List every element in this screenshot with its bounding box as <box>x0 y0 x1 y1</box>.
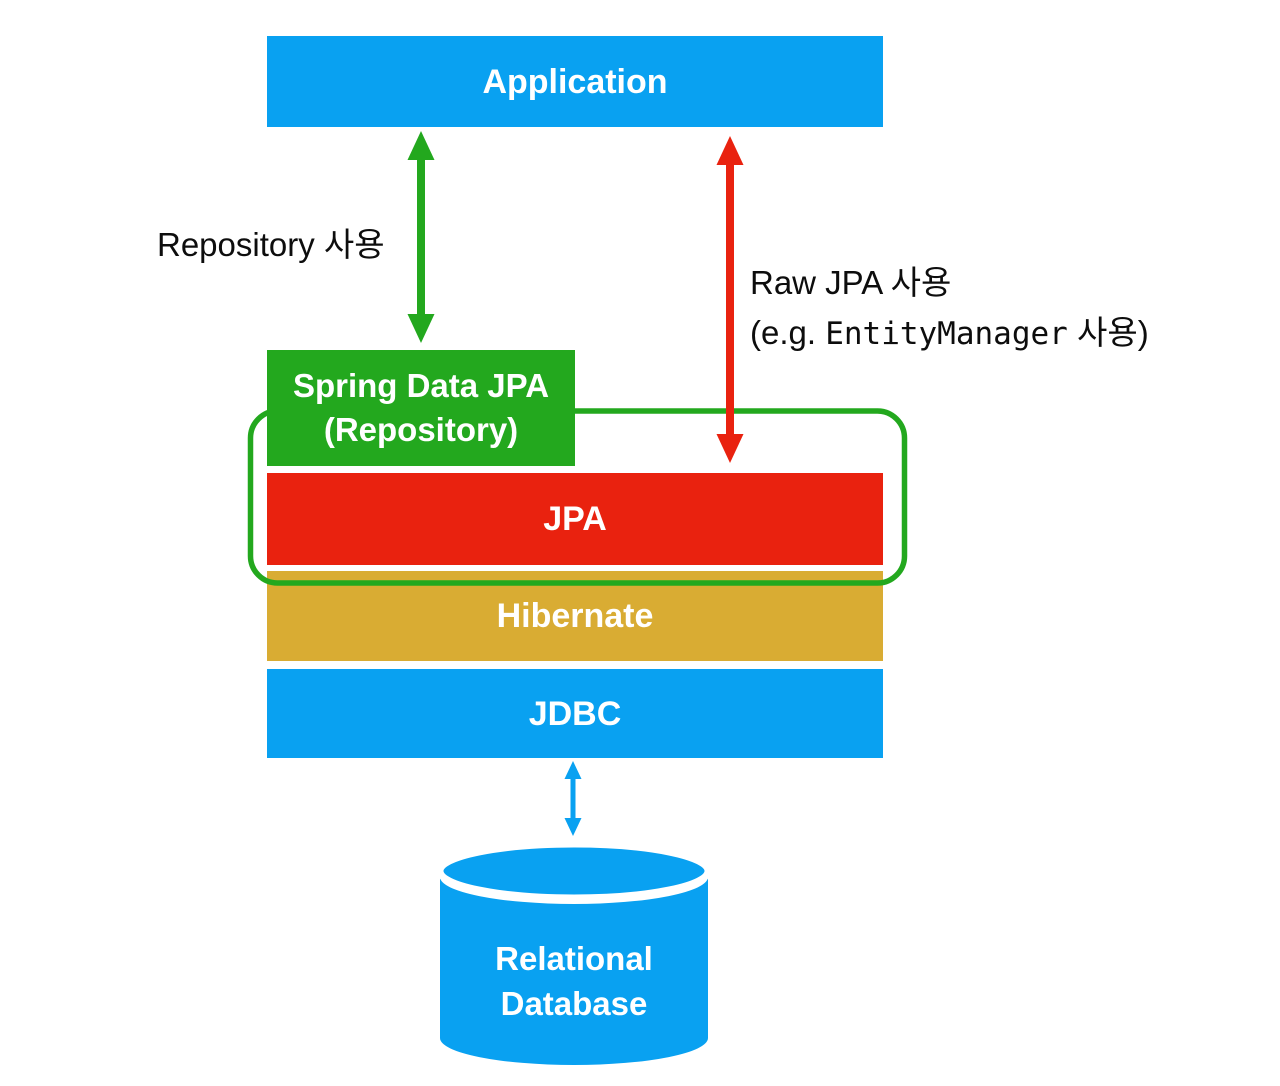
database-label-line1: Relational <box>495 940 653 977</box>
raw-jpa-arrow-icon <box>716 136 744 463</box>
jpa-box: JPA <box>267 473 883 565</box>
raw-jpa-usage-line2: (e.g. EntityManager 사용) <box>750 308 1149 359</box>
database-label-line2: Database <box>500 985 648 1022</box>
hibernate-label: Hibernate <box>496 597 654 635</box>
application-box: Application <box>267 36 883 127</box>
repository-arrow-icon <box>407 131 435 343</box>
spring-data-jpa-box: Spring Data JPA (Repository) <box>267 350 575 466</box>
hibernate-box: Hibernate <box>267 571 883 661</box>
application-label: Application <box>482 62 668 101</box>
database-label: Relational Database <box>440 936 708 1026</box>
repository-usage-label: Repository 사용 <box>157 226 385 263</box>
jpa-group-outline <box>247 408 908 586</box>
raw-jpa-usage-line2-prefix: (e.g. <box>750 314 826 351</box>
spring-data-jpa-label-line2: (Repository) <box>323 411 519 448</box>
raw-jpa-usage-label: Raw JPA 사용 (e.g. EntityManager 사용) <box>750 258 1149 359</box>
jdbc-label: JDBC <box>528 694 622 733</box>
jdbc-database-arrow-icon <box>564 761 582 836</box>
spring-data-jpa-label-line1: Spring Data JPA <box>292 367 550 404</box>
entitymanager-code-text: EntityManager <box>825 316 1068 352</box>
jdbc-box: JDBC <box>267 669 883 758</box>
database-cylinder <box>436 840 712 1065</box>
raw-jpa-usage-line1: Raw JPA 사용 <box>750 264 952 301</box>
raw-jpa-usage-line2-suffix: 사용) <box>1067 314 1149 351</box>
jpa-label: JPA <box>543 500 607 538</box>
